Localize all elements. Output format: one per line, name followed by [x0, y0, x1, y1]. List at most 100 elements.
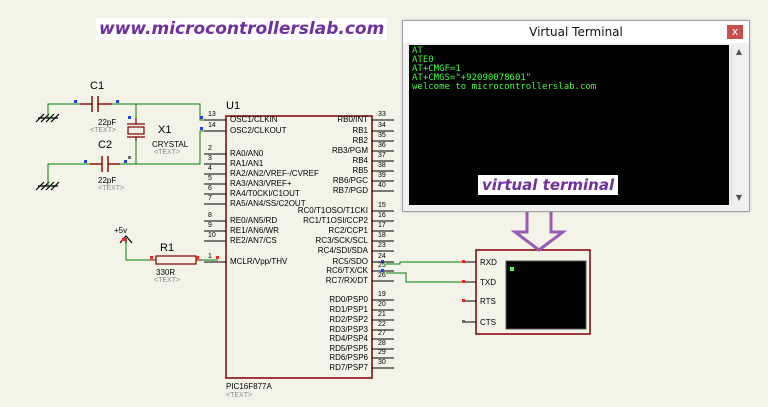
mcu-pin-number: 36 [378, 142, 386, 149]
r1-ref: R1 [160, 242, 175, 254]
vt-pin-rts: RTS [480, 297, 496, 306]
r1-value: 330R [156, 268, 176, 277]
capacitor-c2[interactable] [90, 156, 120, 172]
mcu-pin-name: OSC1/CLKIN [230, 115, 278, 124]
mcu-pin-number: 24 [378, 253, 386, 260]
r1-text: <TEXT> [154, 277, 181, 284]
terminal-line: AT+CMGS="+92090078601" [412, 73, 532, 83]
mcu-pin-number: 34 [378, 122, 386, 129]
mcu-pin-name: RA4/T0CKI/C1OUT [230, 189, 300, 198]
mcu-pin-name: RC6/TX/CK [326, 266, 368, 275]
mcu-pin-name: RA5/AN4/SS/C2OUT [230, 199, 306, 208]
mcu-pin-name: RC4/SDI/SDA [317, 246, 368, 255]
mcu-pin-number: 39 [378, 172, 386, 179]
site-url: www.microcontrollerslab.com [96, 18, 388, 40]
mcu-pin-name: RD3/PSP3 [329, 325, 368, 334]
mcu-pin-number: 5 [208, 175, 212, 182]
mcu-text: <TEXT> [226, 392, 253, 399]
vt-pin-rxd: RXD [480, 258, 497, 267]
c2-ref: C2 [98, 139, 113, 151]
mcu-pin-number: 33 [378, 111, 386, 118]
mcu-pin-name: RC0/T1OSO/T1CKI [297, 206, 368, 215]
mcu-pin-name: RB7/PGD [332, 186, 368, 195]
mcu-body[interactable] [225, 115, 373, 379]
mcu-part: PIC16F877A [226, 382, 272, 391]
mcu-pin-number: 7 [208, 195, 212, 202]
mcu-pin-number: 19 [378, 291, 386, 298]
mcu-pin-name: RD6/PSP6 [329, 353, 368, 362]
mcu-pin-number: 30 [378, 359, 386, 366]
mcu-pin-name: RB5 [352, 166, 368, 175]
mcu-pin-number: 15 [378, 202, 386, 209]
scroll-up-icon[interactable]: ▲ [735, 47, 743, 56]
terminal-line: welcome to microcontrollerslab.com [412, 82, 597, 92]
mcu-pin-number: 23 [378, 242, 386, 249]
mcu-pin-name: RD1/PSP1 [329, 305, 368, 314]
x1-ref: X1 [158, 124, 172, 136]
mcu-pin-name: RB1 [352, 126, 368, 135]
mcu-pin-name: RA1/AN1 [230, 159, 264, 168]
mcu-pin-name: RC5/SDO [332, 257, 368, 266]
mcu-ref: U1 [226, 100, 241, 112]
mcu-pin-name: RD0/PSP0 [329, 295, 368, 304]
mcu-pin-name: RB3/PGM [331, 146, 368, 155]
mcu-pin-number: 4 [208, 165, 212, 172]
mcu-pin-number: 9 [208, 222, 212, 229]
vt-pin-cts: CTS [480, 318, 496, 327]
power-arrow-icon [119, 235, 133, 244]
mcu-pin-number: 18 [378, 232, 386, 239]
mcu-pin-name: RE0/AN5/RD [230, 216, 278, 225]
mcu-pin-number: 17 [378, 222, 386, 229]
mcu-pin-number: 8 [208, 212, 212, 219]
mcu-pin-number: 38 [378, 162, 386, 169]
mcu-pin-name: RD5/PSP5 [329, 344, 368, 353]
x1-text: <TEXT> [154, 149, 181, 156]
vertical-scrollbar[interactable]: ▲ ▼ [731, 45, 746, 205]
mcu-pin-name: RA2/AN2/VREF-/CVREF [230, 169, 319, 178]
mcu-pin-name: RC3/SCK/SCL [315, 236, 368, 245]
x1-value: CRYSTAL [152, 140, 189, 149]
mcu-pin-number: 10 [208, 232, 216, 239]
mcu-pin-number: 1 [208, 253, 212, 260]
mcu-pin-name: RB2 [352, 136, 368, 145]
mcu-pin-name: RA0/AN0 [230, 149, 264, 158]
terminal-line: AT+CMGF=1 [412, 64, 461, 74]
mcu-pin-name: RC1/T1OSI/CCP2 [303, 216, 368, 225]
c2-value: 22pF [98, 176, 117, 185]
mcu-pin-name: RE2/AN7/CS [230, 236, 277, 245]
virtual-terminal-component[interactable] [462, 249, 591, 335]
mcu-left-pin-stubs [204, 119, 226, 263]
capacitor-c1[interactable] [80, 96, 112, 112]
mcu-pin-number: 6 [208, 185, 212, 192]
mcu-pin-number: 29 [378, 349, 386, 356]
mcu-pin-name: RE1/AN6/WR [230, 226, 279, 235]
mcu-pin-name: OSC2/CLKOUT [230, 126, 287, 135]
mcu-pin-number: 2 [208, 145, 212, 152]
terminal-line: ATE0 [412, 55, 434, 65]
mcu-pin-number: 35 [378, 132, 386, 139]
mcu-pin-name: RD4/PSP4 [329, 334, 368, 343]
mcu-pin-number: 3 [208, 155, 212, 162]
scroll-down-icon[interactable]: ▼ [735, 193, 743, 202]
window-titlebar[interactable]: Virtual Terminal x [403, 21, 749, 43]
c2-text: <TEXT> [98, 185, 125, 192]
close-button[interactable]: x [727, 25, 743, 39]
mcu-pin-number: 20 [378, 301, 386, 308]
pin-markers [74, 100, 384, 272]
crystal-x1[interactable] [127, 118, 145, 141]
mcu-pin-number: 16 [378, 212, 386, 219]
mcu-pin-number: 28 [378, 340, 386, 347]
vt-pin-txd: TXD [480, 278, 496, 287]
mcu-pin-number: 22 [378, 321, 386, 328]
mcu-pin-number: 21 [378, 311, 386, 318]
mcu-pin-name: RB4 [352, 156, 368, 165]
mcu-pin-name: MCLR/Vpp/THV [230, 257, 288, 266]
mcu-pin-name: RD2/PSP2 [329, 315, 368, 324]
resistor-r1[interactable] [150, 255, 202, 265]
power-label: +5v [114, 226, 128, 235]
c1-text: <TEXT> [90, 127, 117, 134]
mcu-pin-number: 40 [378, 182, 386, 189]
